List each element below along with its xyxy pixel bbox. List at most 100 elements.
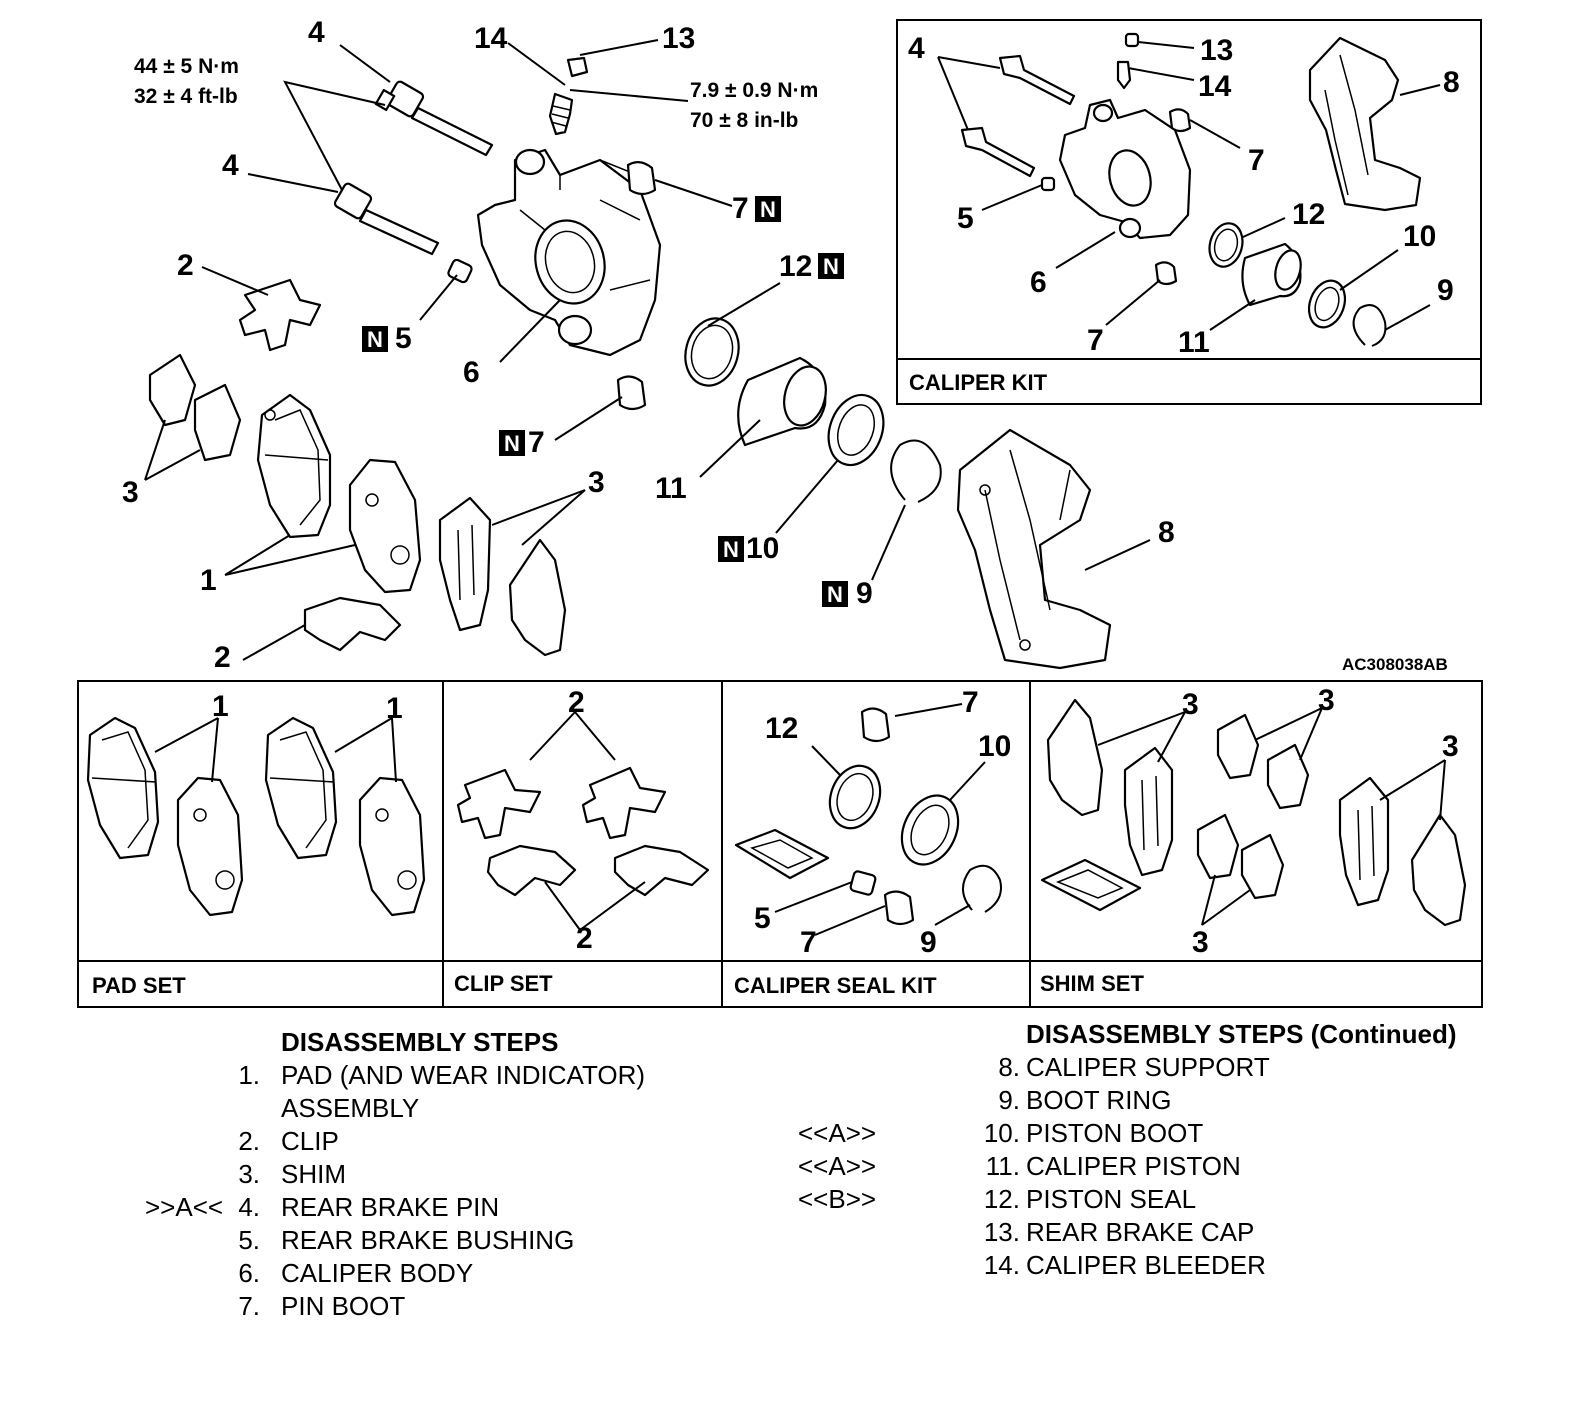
rear-brake-bushing xyxy=(447,258,473,284)
new-part-mark-text: N xyxy=(827,582,843,607)
step-number: 11. xyxy=(985,1151,1020,1181)
seal-callout-12: 12 xyxy=(765,712,798,745)
brake-caliper-exploded-diagram: 44 ± 5 N·m 32 ± 4 ft-lb 7.9 ± 0.9 N·m 70… xyxy=(77,16,1483,1008)
pad-callout-1a: 1 xyxy=(212,690,229,723)
callout-1: 1 xyxy=(200,564,217,597)
step-number: 6. xyxy=(238,1258,260,1288)
step-mark: >>A<< xyxy=(145,1192,224,1222)
kit-callout-8: 8 xyxy=(1443,66,1460,99)
kit-callout-7-lower: 7 xyxy=(1087,324,1104,357)
callout-2-upper: 2 xyxy=(177,249,194,282)
step-number: 12. xyxy=(983,1184,1020,1214)
step-item: 6. CALIPER BODY xyxy=(0,1257,780,1290)
boot-ring xyxy=(890,439,942,503)
kit-callout-11: 11 xyxy=(1178,326,1210,359)
pad-set-label: PAD SET xyxy=(92,973,186,998)
callout-3-right: 3 xyxy=(588,466,605,499)
step-item: <<A>>10.PISTON BOOT xyxy=(780,1117,1580,1150)
step-item: <<B>>12.PISTON SEAL xyxy=(780,1183,1580,1216)
disassembly-steps-left: DISASSEMBLY STEPS 1.PAD (AND WEAR INDICA… xyxy=(0,1026,780,1323)
new-part-mark xyxy=(822,581,848,607)
callout-9: 9 xyxy=(856,577,873,610)
caliper-bleeder xyxy=(548,92,574,136)
shim-callout-3d: 3 xyxy=(1192,926,1209,959)
shim-set-shims xyxy=(1040,698,1467,927)
step-item: 1.PAD (AND WEAR INDICATOR) xyxy=(0,1059,780,1092)
seal-callout-7-top: 7 xyxy=(962,686,979,719)
step-number: 2. xyxy=(238,1126,260,1156)
callout-6: 6 xyxy=(463,356,480,389)
callout-4-upper: 4 xyxy=(308,16,325,49)
new-part-mark xyxy=(818,253,844,279)
clip-upper xyxy=(238,278,322,352)
step-item: 13.REAR BRAKE CAP xyxy=(780,1216,1580,1249)
step-number: 1. xyxy=(238,1060,260,1090)
callout-14: 14 xyxy=(474,22,508,55)
kit-callout-14: 14 xyxy=(1198,70,1232,103)
callout-3-left: 3 xyxy=(122,476,139,509)
callout-2-lower: 2 xyxy=(214,641,231,674)
callout-5: 5 xyxy=(395,322,412,355)
main-exploded-view: 44 ± 5 N·m 32 ± 4 ft-lb 7.9 ± 0.9 N·m 70… xyxy=(122,16,1448,674)
step-text: REAR BRAKE PIN xyxy=(281,1192,500,1222)
step-number: 13. xyxy=(983,1217,1020,1247)
step-text: REAR BRAKE BUSHING xyxy=(281,1225,575,1255)
clip-set-clips xyxy=(456,711,710,931)
caliper-body xyxy=(476,148,662,357)
callout-7-lower: 7 xyxy=(528,426,545,459)
step-text: PIN BOOT xyxy=(281,1291,406,1321)
step-text: PISTON BOOT xyxy=(1026,1118,1204,1148)
kit-panels: PAD SET CLIP SET CALIPER SEAL KIT SHIM S… xyxy=(77,680,1483,1008)
caliper-support xyxy=(956,428,1112,670)
step-number: 3. xyxy=(238,1159,260,1189)
step-number: 4. xyxy=(238,1192,260,1222)
step-text: SHIM xyxy=(281,1159,346,1189)
step-item: ASSEMBLY xyxy=(0,1092,780,1125)
step-number: 14. xyxy=(983,1250,1020,1280)
shim-callout-3a: 3 xyxy=(1182,688,1199,721)
step-text: CALIPER PISTON xyxy=(1026,1151,1241,1181)
shim-right-2 xyxy=(508,538,567,657)
callout-13: 13 xyxy=(662,22,695,55)
step-text: CALIPER SUPPORT xyxy=(1026,1052,1270,1082)
callout-8: 8 xyxy=(1158,516,1175,549)
step-item: 5. REAR BRAKE BUSHING xyxy=(0,1224,780,1257)
caliper-seal-kit-label: CALIPER SEAL KIT xyxy=(734,973,937,998)
step-text: CALIPER BODY xyxy=(281,1258,474,1288)
new-part-mark xyxy=(718,536,744,562)
new-part-mark-text: N xyxy=(760,197,776,222)
shim-set-label: SHIM SET xyxy=(1040,971,1144,996)
step-item: 14.CALIPER BLEEDER xyxy=(780,1249,1580,1282)
shim-callout-3b: 3 xyxy=(1318,684,1335,717)
kit-callout-7-upper: 7 xyxy=(1248,144,1265,177)
kit-callout-9: 9 xyxy=(1437,274,1454,307)
pin-boot-lower xyxy=(616,375,647,411)
new-part-mark-text: N xyxy=(723,537,739,562)
kit-callout-13: 13 xyxy=(1200,34,1233,67)
step-item: 3. SHIM xyxy=(0,1158,780,1191)
step-text: PISTON SEAL xyxy=(1026,1184,1197,1214)
clip-set-label: CLIP SET xyxy=(454,971,553,996)
caliper-piston xyxy=(737,356,827,447)
step-item: 9.BOOT RING xyxy=(780,1084,1580,1117)
rear-brake-cap xyxy=(566,56,589,78)
step-mark: <<A>> xyxy=(798,1118,877,1148)
shim-left-1 xyxy=(148,353,197,427)
pad-set-pads xyxy=(86,716,426,917)
rear-brake-pin-upper xyxy=(374,80,494,157)
disassembly-steps-right: DISASSEMBLY STEPS (Continued) 8.CALIPER … xyxy=(780,1018,1580,1282)
step-number: 8. xyxy=(998,1052,1020,1082)
caliper-kit-inset: CALIPER KIT xyxy=(896,19,1482,405)
step-text: ASSEMBLY xyxy=(281,1093,420,1123)
step-number: 5. xyxy=(238,1225,260,1255)
kit-callout-10: 10 xyxy=(1403,220,1436,253)
steps-continued-title-text: DISASSEMBLY STEPS (Continued) xyxy=(1026,1019,1457,1049)
seal-callout-7-bottom: 7 xyxy=(800,926,817,959)
pin-torque-ftlb: 32 ± 4 ft-lb xyxy=(134,85,238,108)
step-item: >>A<< 4. REAR BRAKE PIN xyxy=(0,1191,780,1224)
pin-boot-upper xyxy=(626,161,657,196)
step-text: CLIP xyxy=(281,1126,339,1156)
callout-10: 10 xyxy=(746,532,779,565)
step-mark: <<A>> xyxy=(798,1151,877,1181)
callout-4-lower: 4 xyxy=(222,149,239,182)
